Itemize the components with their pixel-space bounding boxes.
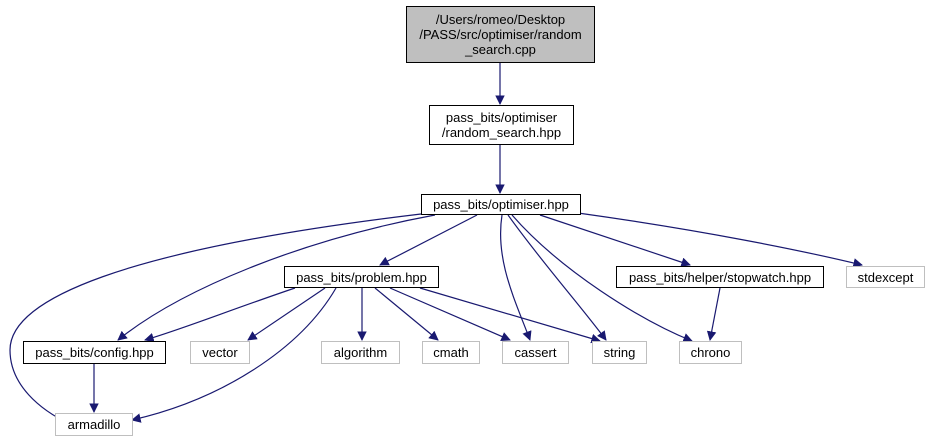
node-algorithm: algorithm (321, 341, 400, 364)
node-armadillo-label: armadillo (67, 417, 121, 432)
node-config-hpp[interactable]: pass_bits/config.hpp (23, 341, 166, 364)
edge-optimiser-to-cassert (500, 214, 532, 341)
node-config-hpp-label: pass_bits/config.hpp (35, 345, 154, 360)
node-root-file[interactable]: /Users/romeo/Desktop /PASS/src/optimiser… (406, 6, 595, 63)
edge-optimiser-to-stdexcept (577, 212, 863, 268)
edge-problem-to-cassert (389, 287, 511, 341)
node-random-search-hpp-line-2: /random_search.hpp (441, 125, 562, 140)
edge-problem-to-armadillo (131, 287, 337, 423)
node-cmath-label: cmath (433, 345, 469, 360)
node-root-line-1: /Users/romeo/Desktop (435, 12, 566, 27)
node-chrono: chrono (679, 341, 742, 364)
node-string-label: string (603, 345, 636, 360)
node-root-line-2: /PASS/src/optimiser/random (419, 27, 582, 42)
edge-optimiser-to-chrono (511, 214, 693, 343)
edge-optimiser-to-stopwatch (539, 214, 691, 267)
edge-problem-to-string (419, 287, 601, 344)
node-optimiser-hpp[interactable]: pass_bits/optimiser.hpp (421, 194, 581, 215)
node-chrono-label: chrono (690, 345, 731, 360)
node-cmath: cmath (422, 341, 480, 364)
node-stdexcept-label: stdexcept (857, 269, 914, 285)
node-stopwatch-hpp-label: pass_bits/helper/stopwatch.hpp (628, 269, 812, 285)
node-cassert-label: cassert (514, 345, 557, 360)
edge-stopwatch-to-chrono (706, 287, 721, 341)
edge-optimiser-to-armadillo (9, 213, 422, 425)
node-problem-hpp[interactable]: pass_bits/problem.hpp (284, 266, 439, 288)
node-random-search-hpp[interactable]: pass_bits/optimiser /random_search.hpp (429, 105, 574, 145)
node-stopwatch-hpp[interactable]: pass_bits/helper/stopwatch.hpp (616, 266, 824, 288)
edge-optimiser-to-config (117, 214, 436, 341)
node-problem-hpp-label: pass_bits/problem.hpp (296, 269, 427, 285)
edge-problem-to-config (144, 287, 296, 343)
edge-optimiser-to-string (507, 214, 607, 341)
node-armadillo: armadillo (55, 413, 133, 436)
edge-problem-to-cmath (374, 287, 439, 341)
node-root-line-3: _search.cpp (465, 42, 536, 57)
node-string: string (592, 341, 647, 364)
node-optimiser-hpp-label: pass_bits/optimiser.hpp (433, 197, 569, 212)
node-random-search-hpp-line-1: pass_bits/optimiser (445, 110, 558, 125)
node-stdexcept: stdexcept (846, 266, 925, 288)
node-algorithm-label: algorithm (333, 345, 388, 360)
edge-problem-to-vector (247, 287, 326, 341)
node-vector: vector (190, 341, 250, 364)
edge-optimiser-to-problem (379, 214, 478, 266)
node-vector-label: vector (202, 345, 238, 360)
node-cassert: cassert (502, 341, 569, 364)
